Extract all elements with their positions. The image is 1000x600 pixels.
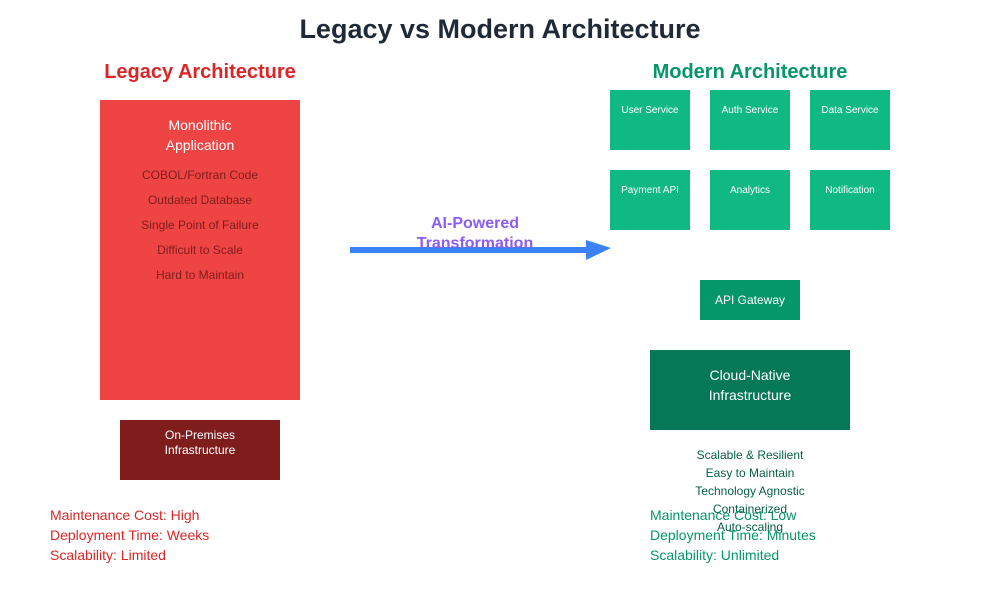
modern-metric-deployment: Deployment Time: Minutes [650,527,816,543]
benefit-item: Technology Agnostic [695,484,805,498]
api-gateway-label: API Gateway [714,293,786,307]
monolith-item: COBOL/Fortran Code [141,168,259,182]
service-box-payment [610,170,690,230]
transformation-arrow [350,240,611,260]
benefit-item: Easy to Maintain [705,466,795,480]
page-title: Legacy vs Modern Architecture [299,14,701,44]
monolith-item: Single Point of Failure [141,218,259,232]
on-premises-line2: Infrastructure [164,443,236,457]
legacy-metric-deployment: Deployment Time: Weeks [50,527,210,543]
modern-metric-maintenance: Maintenance Cost: Low [650,507,797,523]
monolith-title-line2: Application [165,137,235,153]
api-gateway-box [700,280,800,320]
service-box-user [610,90,690,150]
transformation-line2: Transformation [416,235,534,252]
legacy-metric-scalability: Scalability: Limited [50,547,166,563]
on-premises-line1: On-Premises [164,428,235,442]
cloud-native-line2: Infrastructure [708,387,792,403]
service-label-payment: Payment API [621,185,679,196]
cloud-native-box [650,350,850,430]
monolith-item: Hard to Maintain [155,268,245,282]
service-box-data [810,90,890,150]
legacy-heading: Legacy Architecture [104,61,296,83]
service-label-user: User Service [621,105,679,116]
service-box-analytics [710,170,790,230]
service-label-data: Data Service [821,105,879,116]
transformation-label: AI-Powered Transformation [375,214,575,254]
monolith-box [100,100,300,400]
service-label-auth: Auth Service [721,105,779,116]
legacy-metric-maintenance: Maintenance Cost: High [50,507,200,523]
transformation-line1: AI-Powered [430,215,519,232]
benefit-item: Scalable & Resilient [696,448,804,462]
benefit-item: Containerized [712,502,788,516]
on-premises-box [120,420,280,480]
service-label-analytics: Analytics [729,185,770,196]
benefit-item: Auto-scaling [716,520,784,534]
cloud-native-label: Cloud-Native Infrastructure [650,365,850,405]
monolith-item: Difficult to Scale [157,243,243,257]
modern-heading: Modern Architecture [652,61,848,83]
modern-metric-scalability: Scalability: Unlimited [650,547,780,563]
monolith-title-line1: Monolithic [168,117,232,133]
service-label-notification: Notification [825,185,875,196]
on-premises-label: On-Premises Infrastructure [120,428,280,458]
service-box-notification [810,170,890,230]
cloud-native-line1: Cloud-Native [709,367,791,383]
service-box-auth [710,90,790,150]
monolith-title: Monolithic Application [100,115,300,155]
arrow-head-icon [586,240,611,260]
monolith-item: Outdated Database [147,193,253,207]
